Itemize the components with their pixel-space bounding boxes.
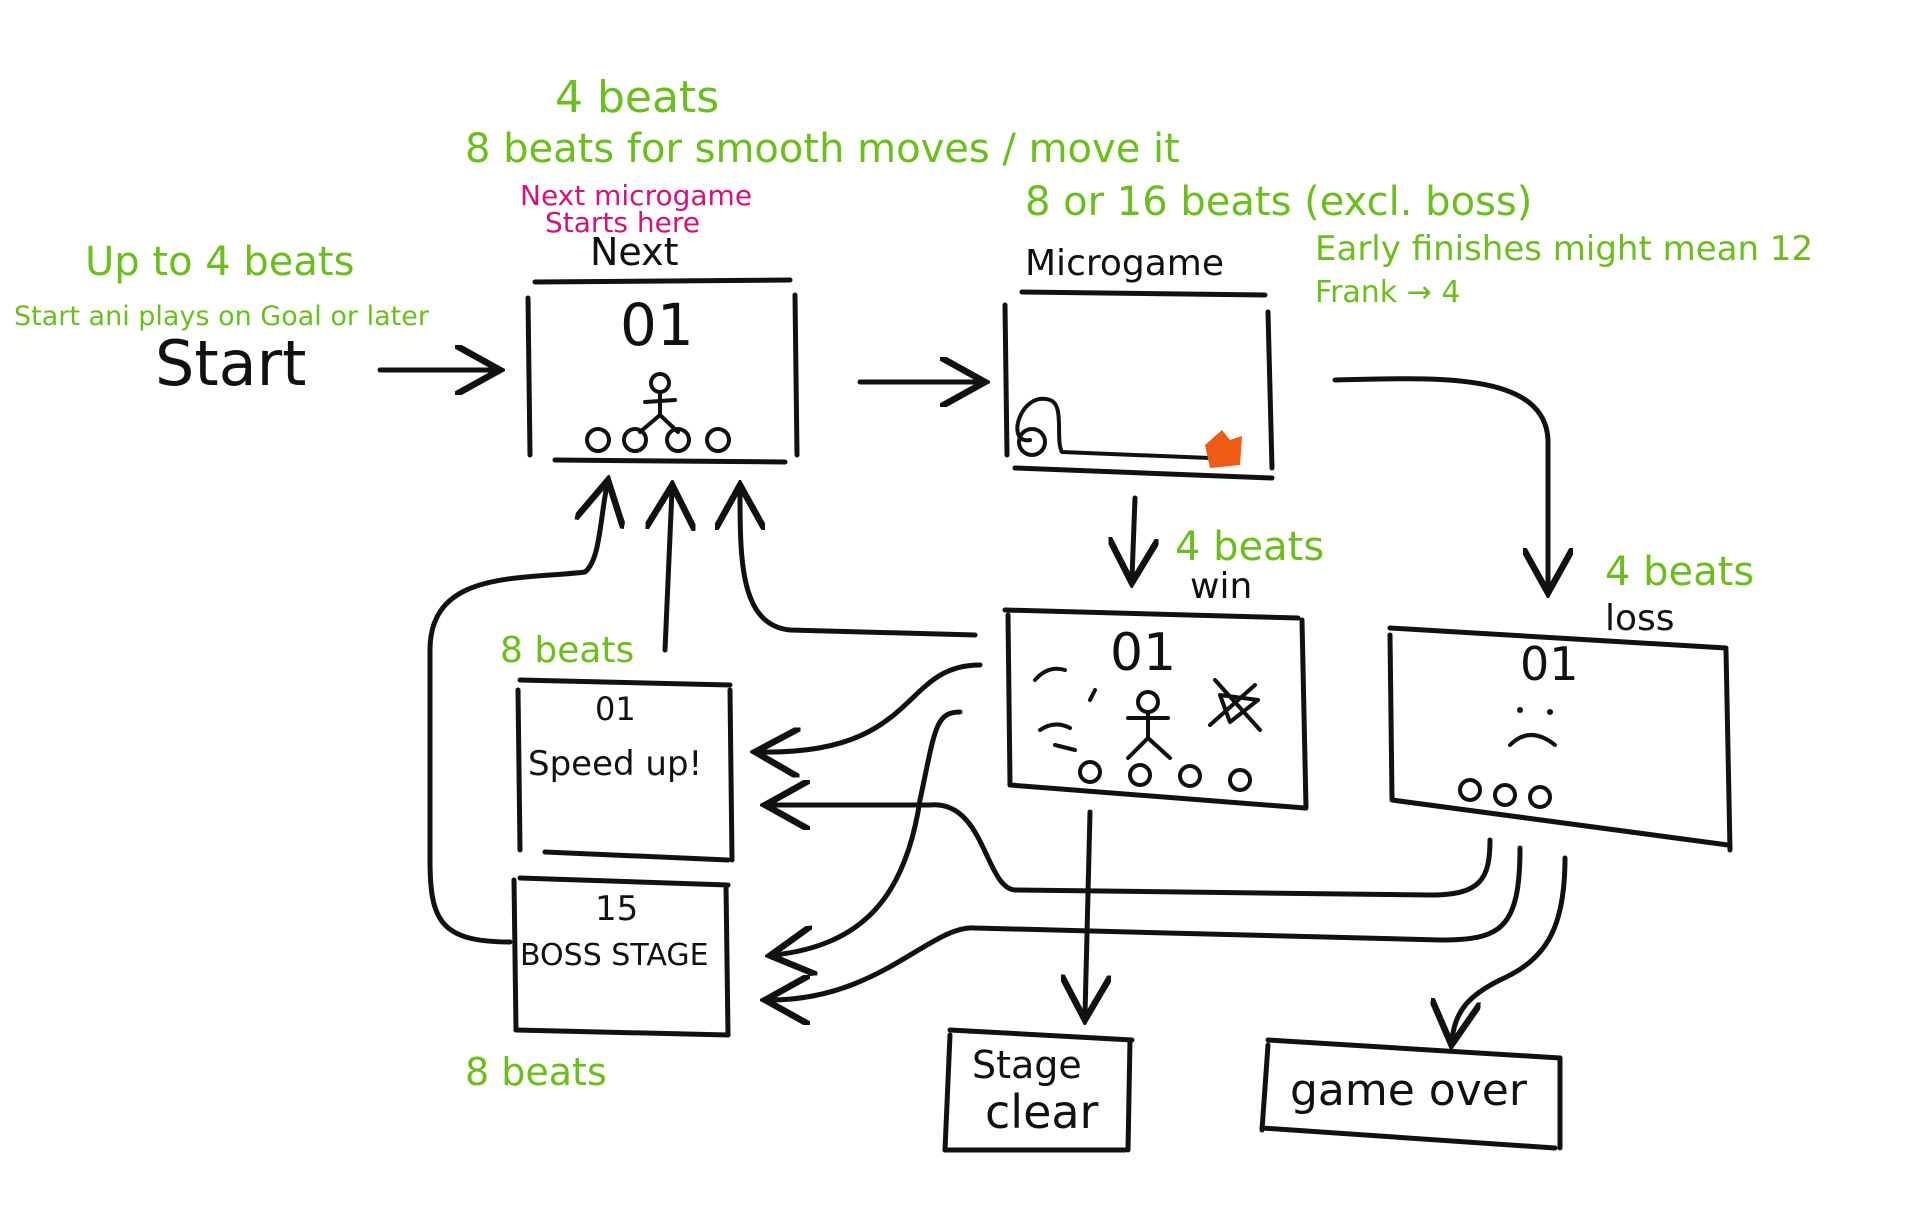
next-top-line: [532, 277, 793, 285]
arrow-microgame-to-loss: [1332, 376, 1548, 588]
next-number: 01: [620, 291, 694, 359]
speed-up-number: 01: [595, 690, 636, 728]
game-over-label: game over: [1290, 1065, 1528, 1116]
arrow-boss-stage-to-next: [427, 485, 607, 945]
stage-clear-line1: Stage: [972, 1043, 1082, 1087]
speed-up-note: 8 beats: [500, 630, 634, 671]
cheering-figure-icon: [1126, 690, 1172, 760]
arrow-loss-to-speed-up: [770, 805, 1493, 898]
character-lineup-icon: [585, 427, 731, 453]
worm-icon: [1015, 396, 1212, 460]
arrow-speed-up-to-next: [665, 490, 672, 653]
next-pink-line1: Next microgame: [520, 179, 752, 212]
next-node: Next 01: [525, 230, 800, 465]
microgame-note-line1: 8 or 16 beats (excl. boss): [1025, 179, 1532, 225]
sad-face-icon: [1508, 707, 1557, 747]
next-pink-line2: Starts here: [545, 206, 700, 239]
boss-stage-number: 15: [595, 889, 638, 929]
microgame-note-line3: Frank → 4: [1315, 275, 1460, 310]
boss-stage-label: BOSS STAGE: [520, 938, 709, 973]
win-number: 01: [1110, 623, 1176, 683]
next-note-line2: 8 beats for smooth moves / move it: [465, 126, 1180, 172]
game-over-node: game over: [1259, 1037, 1563, 1151]
loss-note: 4 beats: [1605, 549, 1754, 595]
stick-figure-icon: [638, 372, 680, 434]
speed-up-node: 01 Speed up!: [515, 677, 735, 863]
loss-lineup-icon: [1458, 778, 1552, 809]
microgame-note-line2: Early finishes might mean 12: [1315, 229, 1813, 269]
arrow-win-to-boss-stage: [775, 709, 963, 955]
star-icon: [1208, 678, 1262, 732]
win-label: win: [1190, 566, 1252, 607]
arrow-win-to-stage-clear: [1085, 809, 1090, 1015]
loss-node: loss 01: [1387, 598, 1733, 853]
stage-clear-line2: clear: [985, 1085, 1099, 1139]
arrows: [377, 370, 1568, 1040]
arrow-win-to-speed-up: [760, 662, 983, 752]
microgame-label: Microgame: [1025, 243, 1224, 284]
start-note-top: Up to 4 beats: [85, 239, 354, 285]
next-label: Next: [590, 230, 679, 274]
win-lineup-icon: [1078, 760, 1252, 792]
win-note: 4 beats: [1175, 524, 1324, 570]
flame-icon: [1205, 430, 1242, 468]
boss-stage-note: 8 beats: [465, 1050, 607, 1094]
start-note-bottom: Start ani plays on Goal or later: [14, 301, 430, 332]
speed-up-label: Speed up!: [528, 744, 702, 784]
arrow-win-to-next: [740, 490, 978, 638]
loss-label: loss: [1605, 598, 1675, 639]
stage-clear-node: Stage clear: [942, 1027, 1135, 1153]
start-label: Start: [155, 327, 306, 400]
win-node: win 01: [1002, 566, 1309, 811]
boss-stage-node: 15 BOSS STAGE: [511, 875, 731, 1038]
motion-lines-icon: [1033, 666, 1097, 752]
next-note-line1: 4 beats: [555, 72, 719, 123]
microgame-node: Microgame: [1002, 243, 1275, 481]
annotations: 4 beats 8 beats for smooth moves / move …: [14, 72, 1813, 1094]
loss-number: 01: [1520, 637, 1579, 691]
arrow-loss-to-boss-stage: [770, 845, 1523, 1000]
arrow-loss-to-game-over: [1452, 855, 1568, 1040]
arrow-microgame-to-win: [1132, 495, 1135, 578]
